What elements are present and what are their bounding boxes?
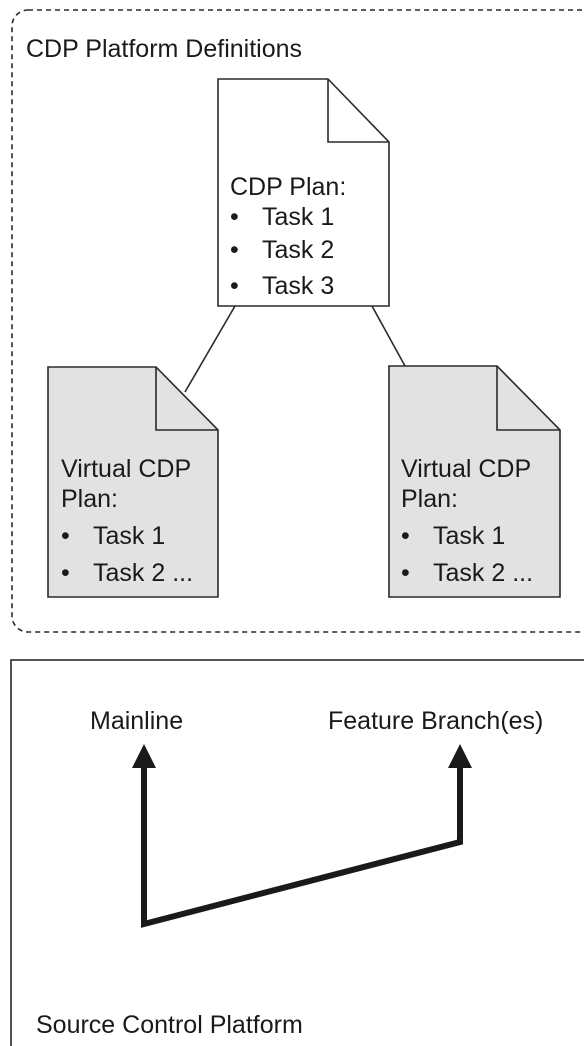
cdp-plan-document: CDP Plan: • Task 1 • Task 2 • Task 3 <box>217 78 390 307</box>
mainline-label: Mainline <box>90 707 183 735</box>
virtual-plan-left-bullet-1: • <box>61 522 70 550</box>
virtual-plan-right-heading-line2: Plan: <box>401 485 458 513</box>
virtual-plan-left-bullet-2: • <box>61 559 70 587</box>
source-control-container <box>10 659 584 1046</box>
cdp-plan-task-3: Task 3 <box>262 272 334 300</box>
virtual-plan-left-heading-line2: Plan: <box>61 485 118 513</box>
source-control-title: Source Control Platform <box>36 1011 303 1039</box>
virtual-plan-left-page-shape <box>47 366 219 598</box>
branch-merge-line <box>141 765 463 928</box>
virtual-plan-right-task-1: Task 1 <box>433 522 505 550</box>
virtual-plan-left-page-fold <box>155 367 218 431</box>
virtual-plan-left-task-1: Task 1 <box>93 522 165 550</box>
virtual-plan-left-heading-line1: Virtual CDP <box>61 455 191 483</box>
connector-left <box>184 305 236 393</box>
feature-branch-arrowhead <box>448 744 472 768</box>
virtual-plan-left-task-2: Task 2 ... <box>93 559 193 587</box>
cdp-plan-bullet-2: • <box>230 236 239 264</box>
virtual-plan-right-bullet-1: • <box>401 522 410 550</box>
cdp-plan-page-fold <box>327 79 389 143</box>
virtual-plan-right-page-shape <box>388 365 561 598</box>
virtual-plan-right-document: Virtual CDP Plan: • Task 1 • Task 2 ... <box>388 365 561 598</box>
virtual-plan-right-page-fold <box>496 366 560 431</box>
mainline-arrowhead <box>132 744 156 768</box>
cdp-plan-task-1: Task 1 <box>262 203 334 231</box>
virtual-plan-right-task-2: Task 2 ... <box>433 559 533 587</box>
virtual-plan-left-document: Virtual CDP Plan: • Task 1 • Task 2 ... <box>47 366 219 598</box>
cdp-definitions-title: CDP Platform Definitions <box>26 35 302 63</box>
cdp-plan-bullet-3: • <box>230 272 239 300</box>
connector-right <box>371 305 406 367</box>
virtual-plan-right-heading-line1: Virtual CDP <box>401 455 531 483</box>
feature-branch-label: Feature Branch(es) <box>328 707 543 735</box>
cdp-plan-page-shape <box>217 78 390 307</box>
cdp-plan-bullet-1: • <box>230 203 239 231</box>
virtual-plan-right-bullet-2: • <box>401 559 410 587</box>
cdp-definitions-container <box>11 9 584 633</box>
cdp-plan-task-2: Task 2 <box>262 236 334 264</box>
cdp-plan-heading: CDP Plan: <box>230 173 346 201</box>
